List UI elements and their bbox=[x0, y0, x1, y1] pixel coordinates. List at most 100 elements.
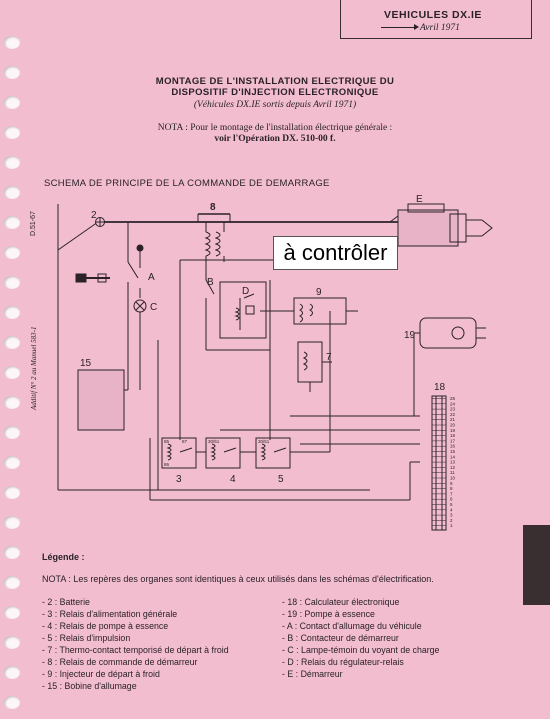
punch-hole bbox=[4, 186, 20, 199]
header-arrow-icon bbox=[381, 24, 419, 30]
legend-item: - 18 : Calculateur électronique bbox=[282, 597, 400, 607]
terminal-number: 25 bbox=[450, 396, 456, 401]
label-19: 19 bbox=[404, 330, 416, 341]
punch-hole bbox=[4, 666, 20, 679]
nota-line1: NOTA : Pour le montage de l'installation… bbox=[157, 123, 393, 133]
terminal-number: 5 bbox=[450, 502, 453, 507]
punch-hole bbox=[4, 156, 20, 169]
relay-terminal-label: 30/51 bbox=[258, 439, 270, 444]
punch-hole bbox=[4, 336, 20, 349]
punch-hole bbox=[4, 396, 20, 409]
regulator-relay-d bbox=[219, 281, 267, 339]
punch-hole bbox=[4, 66, 20, 79]
relay-5 bbox=[255, 437, 291, 469]
legend-item: - 7 : Thermo-contact temporisé de départ… bbox=[42, 645, 229, 655]
legend-item: - 8 : Relais de commande de démarreur bbox=[42, 657, 198, 667]
legend-item: - A : Contact d'allumage du véhicule bbox=[282, 621, 422, 631]
legend-item: - 5 : Relais d'impulsion bbox=[42, 633, 131, 643]
page-title-line2: DISPOSITIF D'INJECTION ELECTRONIQUE bbox=[171, 87, 379, 98]
label-a: A bbox=[148, 272, 155, 283]
terminal-numbers: 2524232221201918171615141312111098765432… bbox=[432, 396, 456, 528]
punch-hole bbox=[4, 96, 20, 109]
terminal-number: 24 bbox=[450, 401, 456, 406]
terminal-number: 7 bbox=[450, 491, 453, 496]
terminal-number: 17 bbox=[450, 438, 456, 443]
terminal-number: 13 bbox=[450, 460, 456, 465]
terminal-number: 4 bbox=[450, 507, 453, 512]
starter-contact-b bbox=[205, 270, 270, 351]
punch-hole bbox=[4, 126, 20, 139]
punch-hole bbox=[4, 546, 20, 559]
fuel-pump-19 bbox=[414, 317, 486, 349]
thermo-contact-7 bbox=[297, 311, 332, 420]
terminal-number: 22 bbox=[450, 412, 456, 417]
relay-wires bbox=[149, 333, 420, 501]
overlay-label: à contrôler bbox=[273, 236, 398, 270]
terminal-number: 15 bbox=[450, 449, 456, 454]
punch-hole bbox=[4, 516, 20, 529]
battery-line bbox=[57, 217, 398, 251]
label-5: 5 bbox=[278, 474, 284, 485]
punch-hole bbox=[4, 486, 20, 499]
cold-start-injector-9 bbox=[260, 280, 358, 440]
relay-4 bbox=[205, 437, 241, 469]
label-3: 3 bbox=[176, 474, 182, 485]
schema-title: SCHEMA DE PRINCIPE DE LA COMMANDE DE DEM… bbox=[44, 178, 330, 189]
punch-hole bbox=[4, 456, 20, 469]
legend-item: - 2 : Batterie bbox=[42, 597, 90, 607]
page-title-line1: MONTAGE DE L'INSTALLATION ELECTRIQUE DU bbox=[155, 76, 395, 87]
terminal-number: 18 bbox=[450, 433, 456, 438]
terminal-number: 8 bbox=[450, 486, 453, 491]
terminal-number: 2 bbox=[450, 518, 453, 523]
left-frame-wire bbox=[57, 204, 370, 491]
legend-item: - 19 : Pompe à essence bbox=[282, 609, 375, 619]
nota-line2: voir l'Opération DX. 510-00 f. bbox=[214, 134, 336, 144]
legend-nota: NOTA : Les repères des organes sont iden… bbox=[42, 574, 434, 584]
legend-item: - 3 : Relais d'alimentation générale bbox=[42, 609, 178, 619]
punch-hole bbox=[4, 426, 20, 439]
legend-item: - C : Lampe-témoin du voyant de charge bbox=[282, 645, 440, 655]
legend-item: - 4 : Relais de pompe à essence bbox=[42, 621, 169, 631]
ecu-18-terminal-strip bbox=[431, 395, 447, 531]
terminal-number: 14 bbox=[450, 454, 456, 459]
terminal-number: 21 bbox=[450, 417, 456, 422]
page-subtitle: (Véhicules DX.IE sortis depuis Avril 197… bbox=[193, 100, 357, 110]
terminal-number: 9 bbox=[450, 481, 453, 486]
punch-hole bbox=[4, 696, 20, 709]
relay-terminal-label: 86 bbox=[164, 462, 170, 467]
header-vehicle: VEHICULES DX.IE bbox=[384, 9, 482, 21]
terminal-number: 1 bbox=[450, 523, 453, 528]
punch-hole bbox=[4, 276, 20, 289]
terminal-number: 20 bbox=[450, 423, 456, 428]
terminal-number: 12 bbox=[450, 465, 456, 470]
legend-item: - E : Démarreur bbox=[282, 669, 343, 679]
label-c: C bbox=[150, 302, 157, 313]
legend-title: Légende : bbox=[42, 552, 85, 562]
terminal-number: 10 bbox=[450, 476, 456, 481]
section-tab bbox=[523, 525, 550, 605]
terminal-number: 6 bbox=[450, 497, 453, 502]
label-9: 9 bbox=[316, 287, 322, 298]
ignition-coil-15 bbox=[77, 340, 159, 490]
label-b: B bbox=[207, 277, 214, 288]
relay-terminal-label: 30/51 bbox=[208, 439, 220, 444]
label-4: 4 bbox=[230, 474, 236, 485]
legend-item: - 9 : Injecteur de départ à froid bbox=[42, 669, 160, 679]
starter-relay-8 bbox=[179, 213, 280, 440]
header-date: Avril 1971 bbox=[420, 23, 460, 33]
terminal-number: 19 bbox=[450, 428, 456, 433]
label-d: D bbox=[242, 286, 249, 297]
legend-item: - 15 : Bobine d'allumage bbox=[42, 681, 137, 691]
label-7: 7 bbox=[326, 352, 332, 363]
terminal-number: 23 bbox=[450, 407, 456, 412]
legend-item: - B : Contacteur de démarreur bbox=[282, 633, 399, 643]
starter-motor-e bbox=[389, 203, 493, 247]
label-15: 15 bbox=[80, 358, 92, 369]
terminal-number: 3 bbox=[450, 513, 453, 518]
punch-hole bbox=[4, 606, 20, 619]
punch-hole bbox=[4, 636, 20, 649]
ignition-contact-a bbox=[75, 222, 147, 390]
punch-hole bbox=[4, 36, 20, 49]
punch-hole bbox=[4, 246, 20, 259]
relay-terminal-label: 85 bbox=[164, 439, 170, 444]
